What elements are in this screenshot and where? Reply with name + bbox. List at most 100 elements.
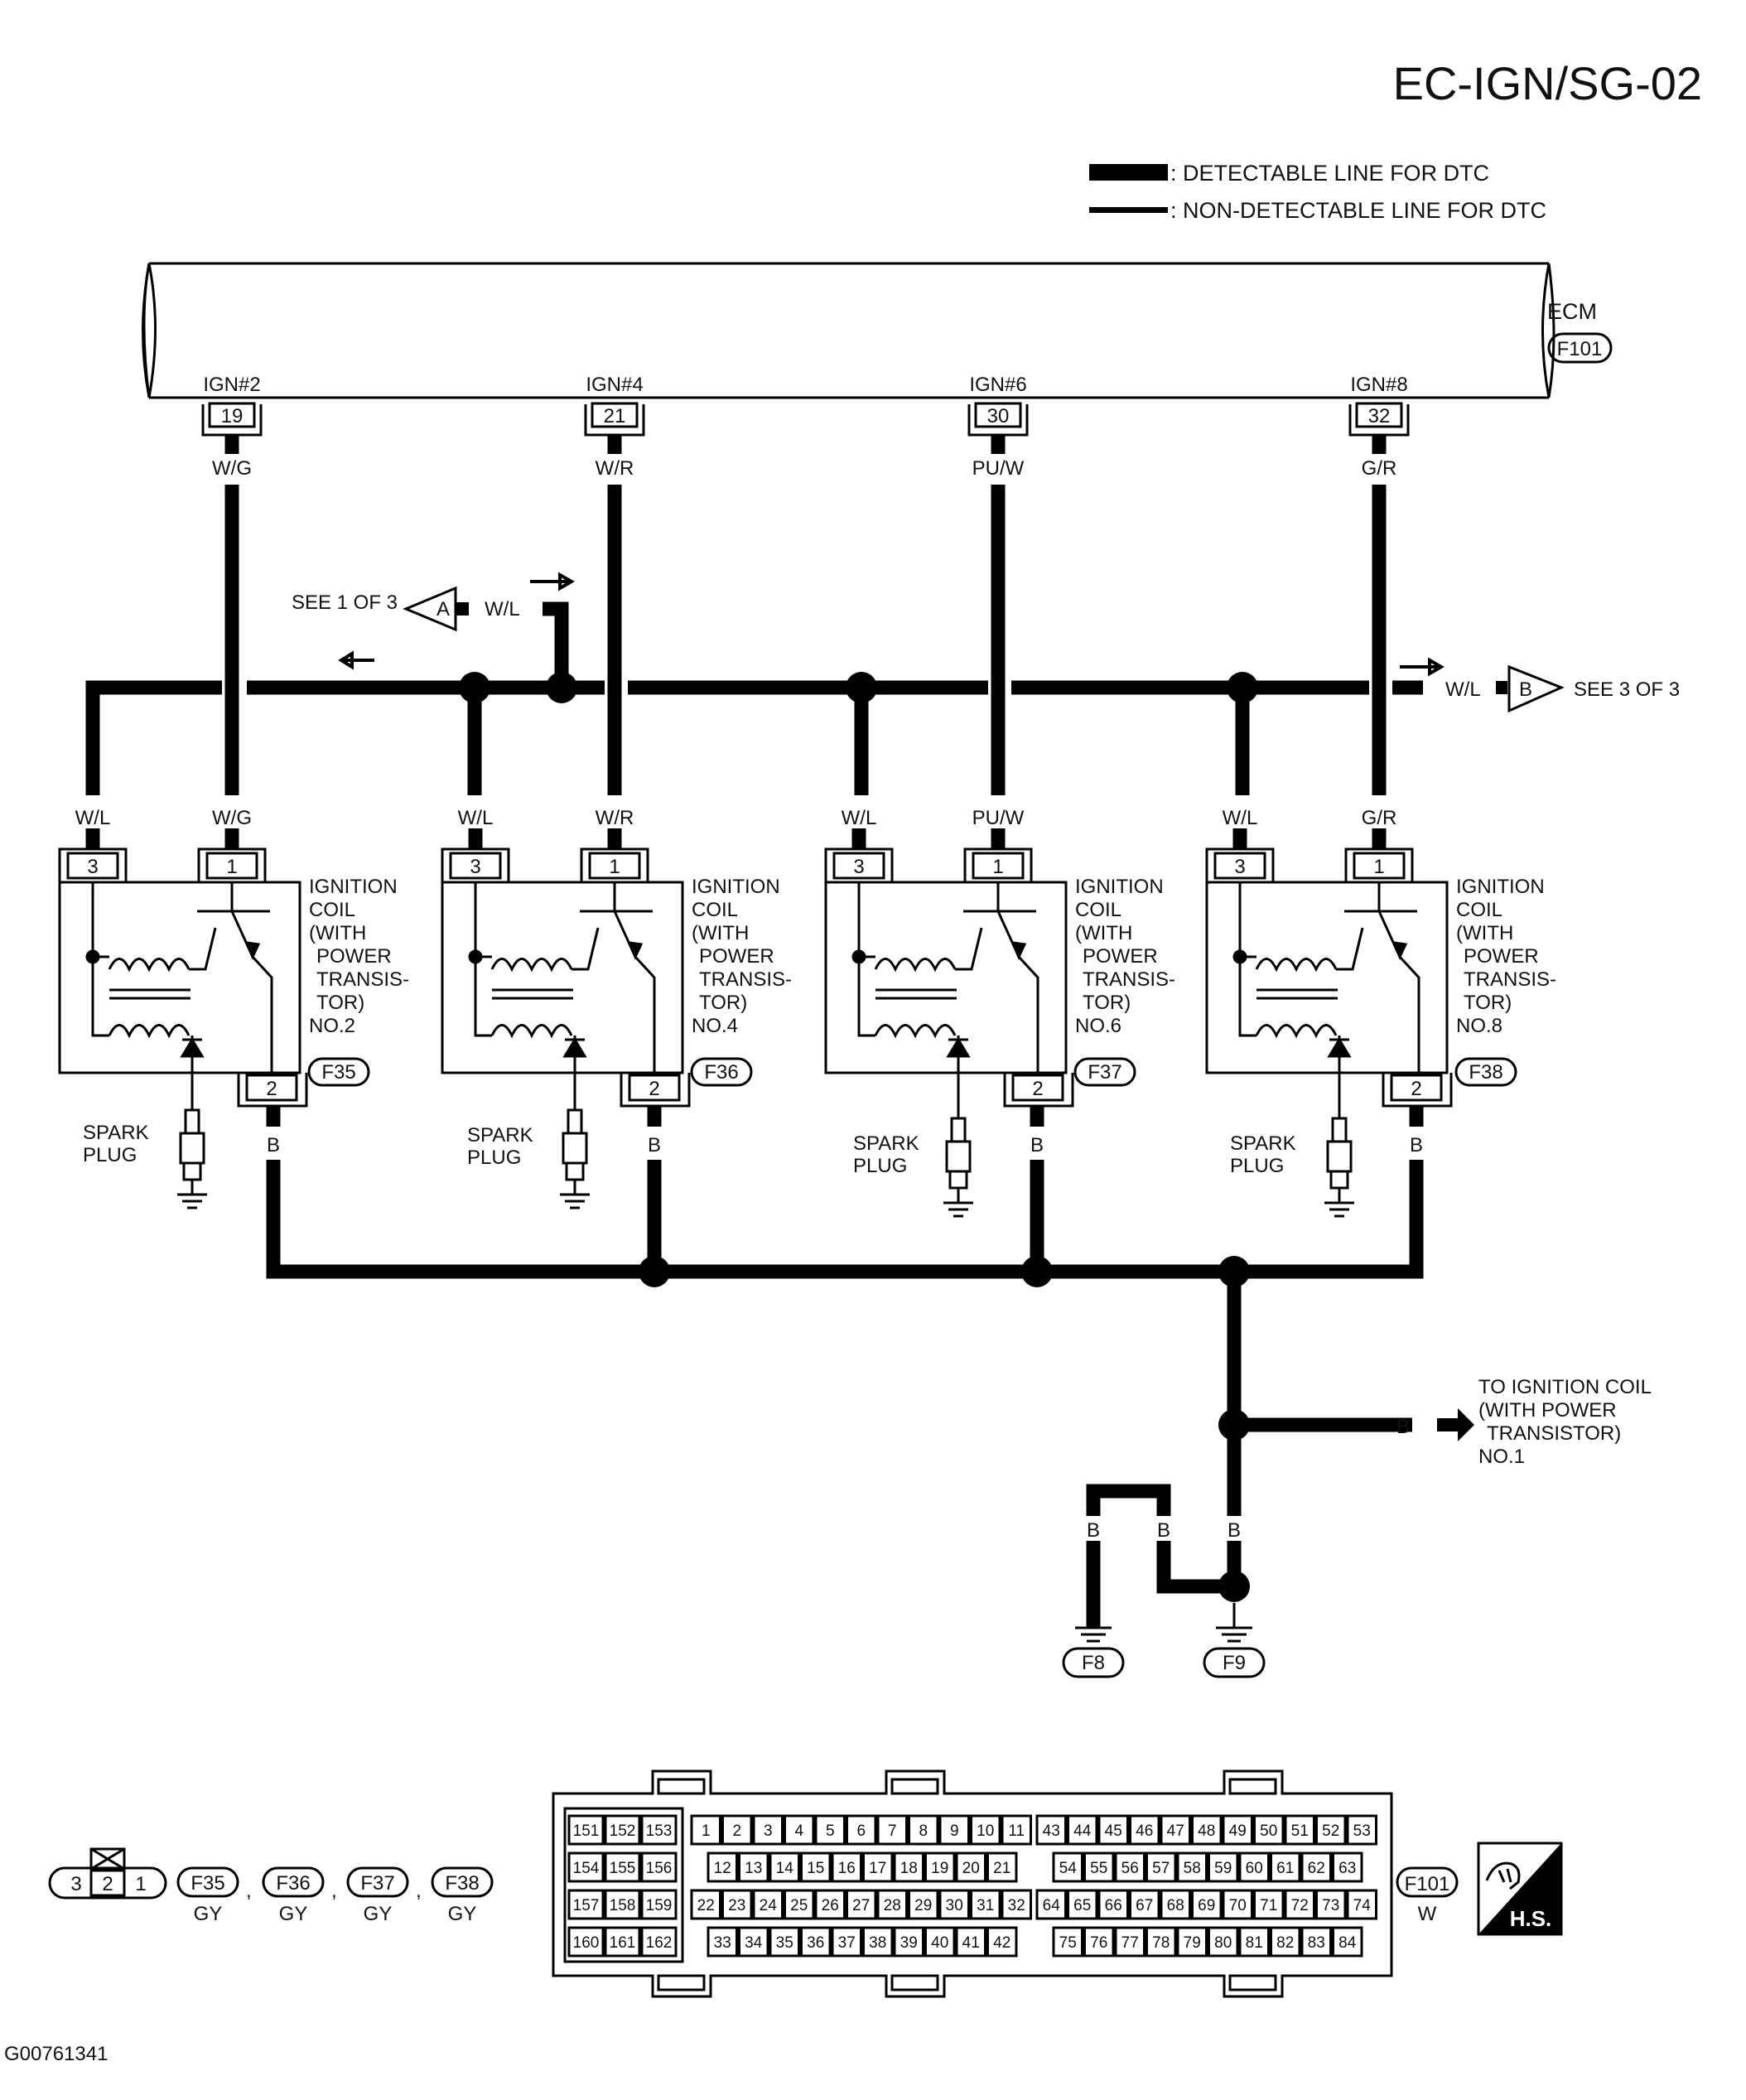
coil-name: NO.4 bbox=[692, 1015, 738, 1037]
connector-cell-number: 38 bbox=[869, 1934, 886, 1952]
connector-cell-number: 48 bbox=[1198, 1822, 1215, 1840]
spark-plug-label: PLUG bbox=[1230, 1155, 1284, 1177]
coil-name: TOR) bbox=[1464, 992, 1512, 1014]
spark-plug-label: PLUG bbox=[467, 1147, 521, 1169]
connector-cell bbox=[938, 1889, 970, 1920]
coil-name: (WITH bbox=[1075, 922, 1132, 944]
coil-pin2: 2 bbox=[649, 1078, 659, 1100]
connector-cell bbox=[1176, 1851, 1208, 1883]
connector-cell bbox=[567, 1851, 605, 1883]
coil-unit: W/L W/R 3 1 2 B bbox=[441, 807, 792, 1209]
connector-cell-number: 51 bbox=[1291, 1822, 1309, 1840]
connector-cell-number: 69 bbox=[1198, 1897, 1215, 1914]
connector-cell-number: 80 bbox=[1214, 1934, 1232, 1952]
connector-cell bbox=[604, 1851, 641, 1883]
connector-cell-number: 22 bbox=[697, 1897, 715, 1914]
splice-dot bbox=[1218, 1256, 1250, 1287]
connector-cell-number: 84 bbox=[1338, 1934, 1357, 1952]
to-coil1-text: TO IGNITION COIL bbox=[1478, 1376, 1652, 1398]
ground-connector-id: F9 bbox=[1223, 1652, 1246, 1674]
connector-cell-number: 56 bbox=[1121, 1860, 1139, 1877]
connector-cell bbox=[1238, 1926, 1270, 1958]
connector-cell bbox=[738, 1851, 769, 1883]
ground-connector-id: F8 bbox=[1082, 1652, 1105, 1674]
connector-cell bbox=[955, 1926, 986, 1958]
key-connector-color: GY bbox=[448, 1903, 477, 1925]
coil-pin1: 1 bbox=[992, 856, 1003, 878]
connector-cell-number: 1 bbox=[702, 1822, 711, 1840]
connector-cell-number: 12 bbox=[714, 1860, 731, 1877]
connector-cell-number: 161 bbox=[610, 1934, 636, 1952]
connector-cell-number: 77 bbox=[1121, 1934, 1139, 1952]
connector-cell-number: 158 bbox=[610, 1897, 636, 1914]
connector-cell-number: 49 bbox=[1229, 1822, 1247, 1840]
connector-cell-number: 11 bbox=[1008, 1822, 1025, 1840]
connector-cell-number: 13 bbox=[745, 1860, 762, 1877]
ground-section: B TO IGNITION COIL (WITH POWER TRANSISTO… bbox=[1062, 1376, 1652, 1678]
connector-cell-number: 151 bbox=[573, 1822, 600, 1840]
key-connector-color: GY bbox=[279, 1903, 308, 1925]
coil-pin3: 3 bbox=[1234, 856, 1245, 878]
spark-plug-label: SPARK bbox=[467, 1124, 533, 1147]
figure-id: G00761341 bbox=[4, 2043, 108, 2065]
connector-cell-number: 76 bbox=[1090, 1934, 1107, 1952]
coil-name: TRANSIS- bbox=[316, 968, 409, 991]
connector-cell bbox=[986, 1926, 1018, 1958]
ecm-pin-box bbox=[208, 402, 256, 428]
connector-cell-number: 2 bbox=[732, 1822, 741, 1840]
coil-name: TRANSIS- bbox=[1083, 968, 1175, 991]
connector-cell-number: 28 bbox=[884, 1897, 901, 1914]
key-pin: 3 bbox=[70, 1873, 81, 1895]
connector-cell-number: 9 bbox=[950, 1822, 959, 1840]
connector-cell bbox=[924, 1851, 956, 1883]
connector-cell bbox=[1191, 1814, 1223, 1846]
connector-cell bbox=[1114, 1926, 1146, 1958]
connector-cell bbox=[955, 1851, 986, 1883]
connector-cell bbox=[1238, 1851, 1270, 1883]
key-pin: 1 bbox=[135, 1873, 146, 1895]
ref-b-text: SEE 3 OF 3 bbox=[1574, 678, 1680, 701]
coil-name: NO.6 bbox=[1075, 1015, 1121, 1037]
connector-cell bbox=[1284, 1889, 1315, 1920]
connector-cell-number: 40 bbox=[931, 1934, 948, 1952]
coil-name: NO.8 bbox=[1456, 1015, 1502, 1037]
connector-cell-number: 156 bbox=[646, 1860, 673, 1877]
connector-cell-number: 7 bbox=[888, 1822, 897, 1840]
connector-cell-number: 57 bbox=[1152, 1860, 1170, 1877]
ecm-wire-color: G/R bbox=[1362, 457, 1397, 480]
ref-a-text: SEE 1 OF 3 bbox=[292, 591, 398, 614]
coil-connector-id: F37 bbox=[1088, 1061, 1121, 1084]
connector-cell-number: 15 bbox=[807, 1860, 824, 1877]
coil-wire1: G/R bbox=[1362, 807, 1397, 829]
coil-name: (WITH bbox=[309, 922, 366, 944]
connector-cell-number: 68 bbox=[1167, 1897, 1184, 1914]
connector-cell bbox=[986, 1851, 1018, 1883]
connector-cell bbox=[1346, 1814, 1377, 1846]
connector-cell bbox=[1300, 1851, 1332, 1883]
legend-detectable-swatch bbox=[1089, 164, 1168, 181]
ecm-terminal-label: IGN#4 bbox=[586, 374, 643, 396]
coil-wire3: W/L bbox=[1223, 807, 1258, 829]
ecm-terminal-label: IGN#6 bbox=[969, 374, 1026, 396]
ecm-pin: 32 bbox=[1368, 405, 1391, 427]
connector-cell-number: 32 bbox=[1008, 1897, 1025, 1914]
connector-cell-number: 5 bbox=[826, 1822, 835, 1840]
connector-cell-number: 29 bbox=[914, 1897, 932, 1914]
connector-cell-number: 71 bbox=[1260, 1897, 1277, 1914]
coil-unit: W/L PU/W 3 1 2 B bbox=[824, 807, 1175, 1218]
splice-dot bbox=[1227, 672, 1258, 703]
f101-color: W bbox=[1418, 1903, 1437, 1925]
coil-pin3: 3 bbox=[87, 856, 98, 878]
ecm-terminal-label: IGN#2 bbox=[203, 374, 260, 396]
connector-cell bbox=[769, 1926, 800, 1958]
comma: , bbox=[416, 1880, 422, 1902]
connector-cell bbox=[604, 1926, 641, 1958]
coil-name: TRANSIS- bbox=[1464, 968, 1556, 991]
legend-nondetectable-label: : NON-DETECTABLE LINE FOR DTC bbox=[1170, 198, 1546, 223]
to-coil1-wire: B bbox=[1396, 1416, 1410, 1438]
splice-dot bbox=[846, 672, 877, 703]
connector-cell bbox=[831, 1851, 862, 1883]
connector-cell-number: 3 bbox=[764, 1822, 773, 1840]
connector-cell-number: 10 bbox=[977, 1822, 994, 1840]
connector-cell-number: 155 bbox=[610, 1860, 636, 1877]
